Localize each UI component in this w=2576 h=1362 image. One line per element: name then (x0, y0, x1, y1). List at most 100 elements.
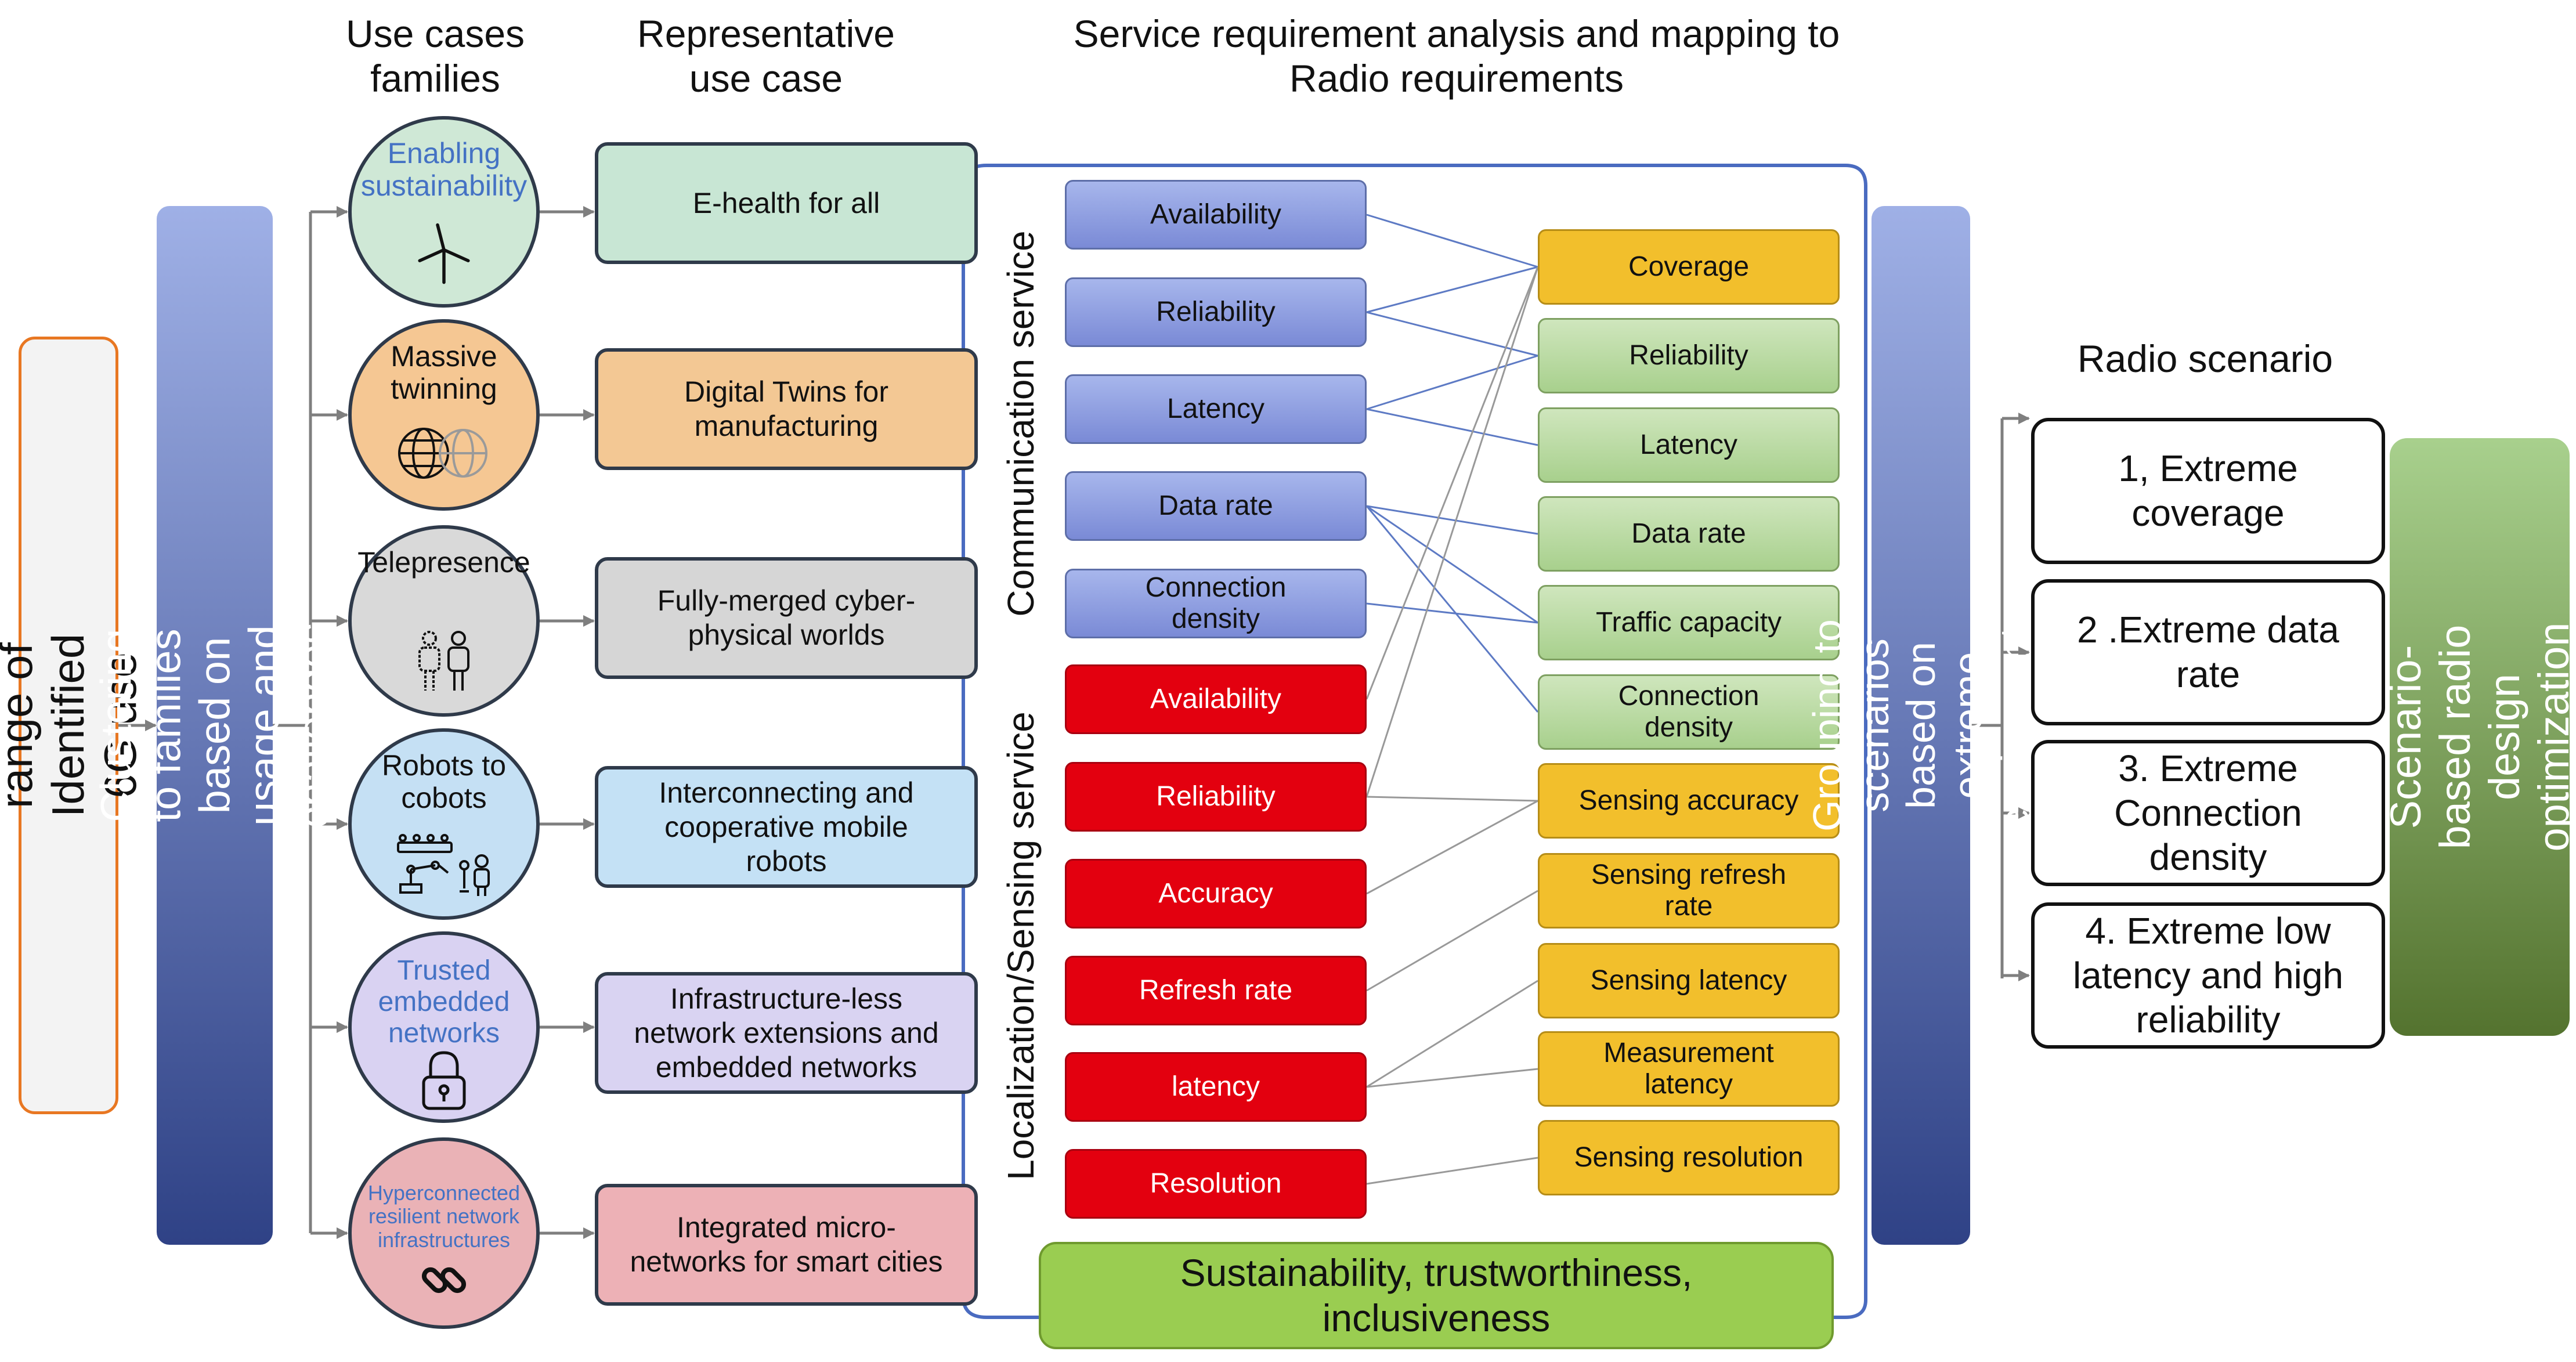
comm-mapping-line (1366, 505, 1538, 535)
globe-icon (395, 424, 493, 485)
wind-turbine-icon (412, 221, 476, 288)
sensing-mapping-line (1366, 980, 1538, 1088)
family-circle-6: Hyperconnected resilient network infrast… (348, 1137, 540, 1329)
scenario-label: 4. Extreme low latency and high reliabil… (2072, 909, 2344, 1041)
family-label: Telepresence (357, 546, 530, 579)
family-circle-1: Enabling sustainability (348, 116, 540, 308)
sensing-mapping-line (1366, 1068, 1538, 1088)
family-label: Enabling sustainability (360, 137, 528, 202)
use-case-6: Integrated micro- networks for smart cit… (595, 1184, 978, 1306)
comm-mapping-line (1366, 266, 1538, 313)
use-case-label: Integrated micro- networks for smart cit… (630, 1211, 943, 1278)
comm-req-5: Connection density (1065, 569, 1367, 638)
comm-mapping-line (1366, 408, 1538, 446)
comm-req-label: Latency (1166, 393, 1265, 425)
mapping-lines (1365, 214, 1539, 1185)
clustering-bar: Clustering to families based on usage an… (92, 206, 338, 1245)
sensing-service-group: Localization/Sensing service (989, 667, 1053, 1224)
radio-req-label: Traffic capacity (1595, 607, 1782, 638)
radio-req-7: Sensing accuracy (1538, 763, 1840, 839)
radio-req-label: Sensing resolution (1574, 1142, 1804, 1173)
sensing-req-3: Accuracy (1065, 859, 1367, 929)
radio-req-3: Latency (1538, 407, 1840, 483)
sensing-mapping-line (1366, 800, 1538, 895)
sensing-mapping-line (1366, 890, 1538, 992)
radio-req-label: Data rate (1631, 518, 1746, 550)
sensing-req-2: Reliability (1065, 762, 1367, 832)
family-circle-4: Robots to cobots (348, 728, 540, 920)
robot-arm-icon (395, 833, 493, 900)
radio-req-label: Connection density (1618, 681, 1760, 743)
sensing-req-label: Reliability (1156, 781, 1276, 812)
families-header: Use cases families (345, 12, 525, 100)
optimization-bar: Scenario-based radio design optimization (2382, 438, 2576, 1036)
radio-req-5: Traffic capacity (1538, 585, 1840, 660)
radio-req-1: Coverage (1538, 229, 1840, 305)
comm-req-1: Availability (1065, 180, 1367, 250)
sensing-service-label: Localization/Sensing service (1000, 711, 1042, 1180)
family-circle-3: Telepresence (348, 525, 540, 717)
start-box: Wide range of Identified 6G use cases (0, 337, 198, 1114)
family-label: Trusted embedded networks (378, 955, 510, 1049)
comm-req-label: Connection density (1145, 572, 1287, 634)
comm-req-label: Availability (1150, 199, 1281, 230)
sensing-req-4: Refresh rate (1065, 956, 1367, 1025)
sensing-req-5: latency (1065, 1052, 1367, 1122)
clustering-bar-label: Clustering to families based on usage an… (92, 623, 338, 828)
sensing-mapping-line (1365, 266, 1539, 797)
hologram-person-icon (409, 630, 479, 697)
use-case-label: Fully-merged cyber- physical worlds (657, 584, 916, 651)
radio-req-6: Connection density (1538, 674, 1840, 750)
comm-req-2: Reliability (1065, 277, 1367, 347)
scenario-label: 1, Extreme coverage (2118, 447, 2298, 534)
comm-req-label: Data rate (1158, 490, 1273, 522)
use-case-1: E-health for all (595, 142, 978, 264)
family-label: Hyperconnected resilient network infrast… (367, 1181, 521, 1252)
scenario-1: 1, Extreme coverage (2031, 418, 2385, 564)
comm-mapping-line (1366, 602, 1538, 624)
comm-mapping-line (1366, 214, 1538, 268)
scenario-2: 2 .Extreme data rate (2031, 579, 2385, 725)
radio-req-label: Reliability (1629, 340, 1748, 371)
representative-header: Representative use case (637, 12, 895, 100)
sustainability-box: Sustainability, trustworthiness, inclusi… (1039, 1242, 1834, 1349)
sensing-mapping-line (1366, 1157, 1538, 1185)
grouping-bar: Grouping to scenarios based on extreme r… (1805, 206, 2037, 1245)
analysis-header: Service requirement analysis and mapping… (1073, 12, 1840, 100)
comm-mapping-line (1366, 311, 1538, 357)
radio-req-label: Sensing latency (1590, 965, 1787, 996)
chain-link-icon (418, 1254, 470, 1309)
use-case-label: Digital Twins for manufacturing (684, 375, 888, 442)
flow-arrows (118, 206, 2030, 1239)
radio-req-2: Reliability (1538, 318, 1840, 393)
communication-service-group: Communication service (989, 197, 1053, 650)
sensing-req-label: Refresh rate (1139, 975, 1293, 1006)
comm-req-4: Data rate (1065, 471, 1367, 541)
optimization-bar-label: Scenario-based radio design optimization (2381, 622, 2576, 852)
comm-req-label: Reliability (1156, 297, 1276, 328)
radio-scenario-header: Radio scenario (2077, 337, 2333, 380)
family-circle-5: Trusted embedded networks (348, 931, 540, 1123)
sensing-req-label: Accuracy (1158, 878, 1273, 909)
radio-req-4: Data rate (1538, 496, 1840, 572)
scenario-label: 2 .Extreme data rate (2077, 609, 2339, 695)
use-case-label: E-health for all (692, 186, 880, 219)
radio-req-label: Sensing refresh rate (1591, 859, 1787, 922)
radio-req-9: Sensing latency (1538, 943, 1840, 1018)
family-label: Massive twinning (391, 340, 497, 405)
radio-req-label: Measurement latency (1603, 1038, 1774, 1100)
sensing-req-label: Resolution (1150, 1168, 1282, 1200)
use-case-5: Infrastructure-less network extensions a… (595, 972, 978, 1094)
comm-req-3: Latency (1065, 374, 1367, 444)
radio-req-10: Measurement latency (1538, 1031, 1840, 1107)
use-case-label: Infrastructure-less network extensions a… (634, 982, 939, 1083)
grouping-bar-label: Grouping to scenarios based on extreme r… (1804, 606, 2037, 844)
radio-req-label: Latency (1639, 429, 1738, 461)
radio-req-11: Sensing resolution (1538, 1120, 1840, 1195)
radio-req-label: Coverage (1628, 251, 1750, 283)
sensing-req-label: Availability (1150, 684, 1281, 715)
use-case-label: Interconnecting and cooperative mobile r… (659, 776, 914, 877)
use-case-2: Digital Twins for manufacturing (595, 348, 978, 470)
sensing-mapping-line (1366, 796, 1538, 802)
use-case-4: Interconnecting and cooperative mobile r… (595, 766, 978, 888)
